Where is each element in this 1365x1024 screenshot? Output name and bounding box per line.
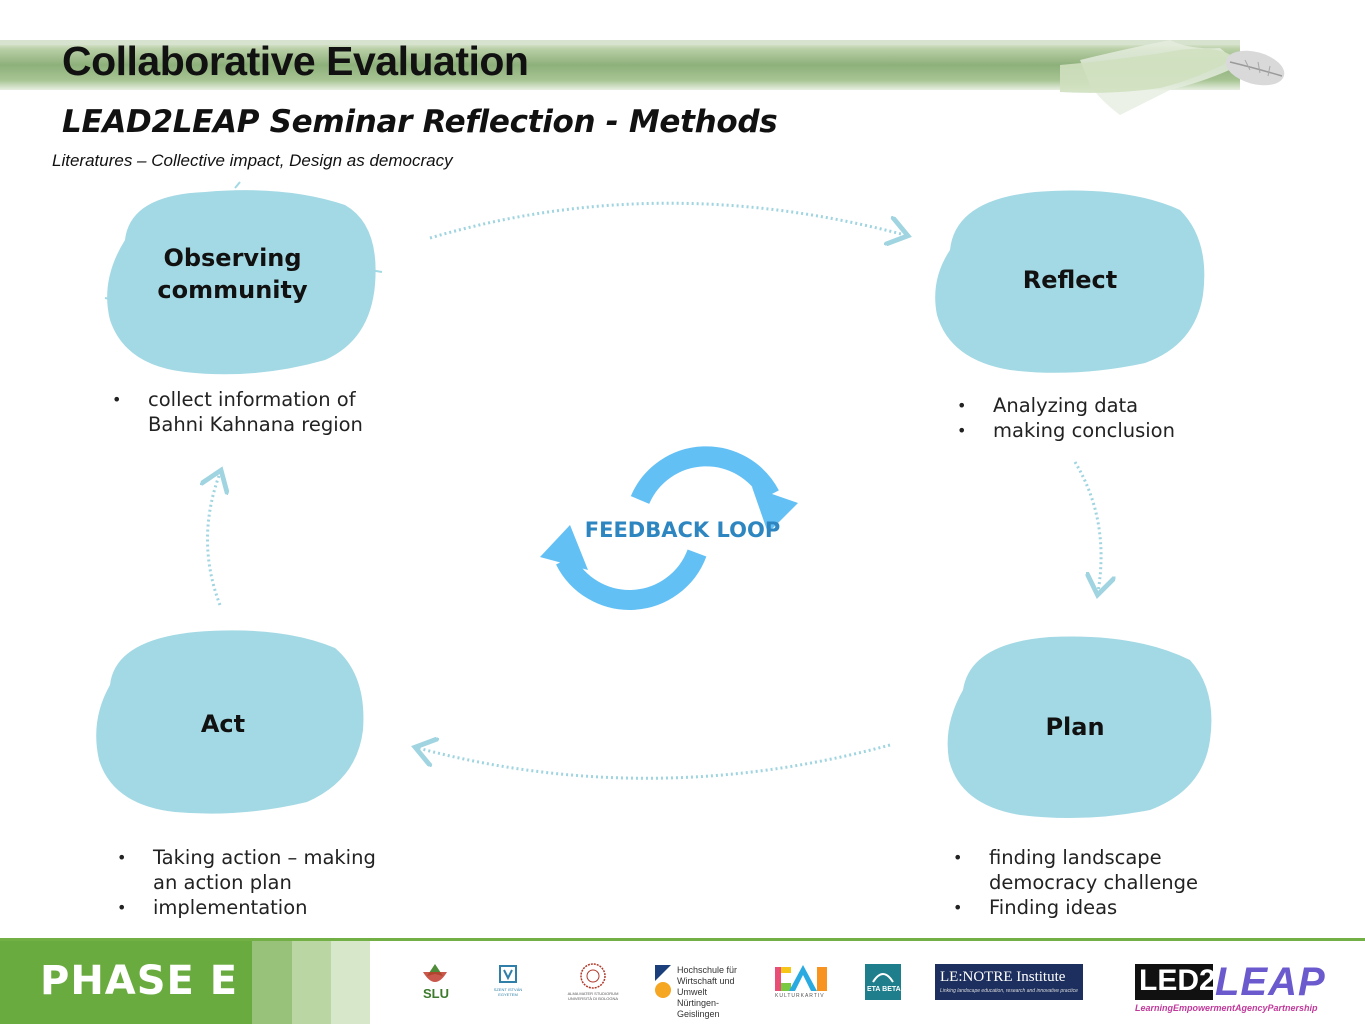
arrow-reflect-to-plan — [1073, 461, 1101, 592]
page-title: Collaborative Evaluation — [62, 38, 529, 84]
header-banner — [0, 40, 1240, 90]
kulturkartiv-logo: KULTURKARTIV — [773, 963, 831, 1003]
footer-tint — [292, 941, 331, 1024]
blob-act — [96, 630, 364, 814]
list-item: implementation — [117, 895, 376, 920]
footer-phase-panel — [0, 941, 252, 1024]
lenotre-logo: LE:NOTRE Institute Linking landscape edu… — [935, 964, 1083, 1000]
blob-plan — [947, 636, 1212, 819]
page-subtitle: LEAD2LEAP Seminar Reflection - Methods — [62, 104, 778, 140]
slu-logo: SLU — [415, 962, 455, 1002]
footer-divider — [0, 938, 1365, 941]
etabeta-logo: ETA BETA — [865, 964, 901, 1000]
footer-tint — [331, 941, 370, 1024]
szie-logo: SZENT ISTVÁN EGYETEM — [484, 964, 532, 1000]
feedback-loop-label: FEEDBACK LOOP — [584, 518, 781, 542]
header-stripe — [0, 40, 1240, 45]
arrow-observe-to-reflect — [429, 201, 905, 238]
label-plan: Plan — [1045, 713, 1105, 741]
hfwu-logo: Hochschule für Wirtschaft und Umwelt Nür… — [653, 963, 748, 1019]
footer-tint — [252, 941, 292, 1024]
list-item: Analyzing data — [957, 393, 1175, 418]
reflect-bullets: Analyzing data making conclusion — [957, 393, 1175, 443]
phase-label: PHASE E — [40, 958, 239, 1004]
label-act: Act — [200, 710, 246, 738]
blob-reflect — [935, 190, 1205, 373]
bologna-logo: ALMA MATER STUDIORUM UNIVERSITÀ DI BOLOG… — [563, 962, 623, 1002]
label-reflect: Reflect — [1022, 266, 1118, 294]
literature-note: Literatures – Collective impact, Design … — [52, 151, 453, 170]
blob-observing — [104, 181, 383, 375]
arrow-act-to-observe — [208, 473, 221, 606]
list-item: Finding ideas — [953, 895, 1198, 920]
feedback-loop-icon — [540, 446, 798, 610]
list-item: making conclusion — [957, 418, 1175, 443]
led2leap-logo: LED2 LEAP LearningEmpowermentAgencyPartn… — [1135, 960, 1326, 1013]
arrow-plan-to-act — [418, 745, 891, 780]
leaf-decoration-icon — [1060, 40, 1285, 115]
label-observing: Observing community — [157, 244, 308, 304]
